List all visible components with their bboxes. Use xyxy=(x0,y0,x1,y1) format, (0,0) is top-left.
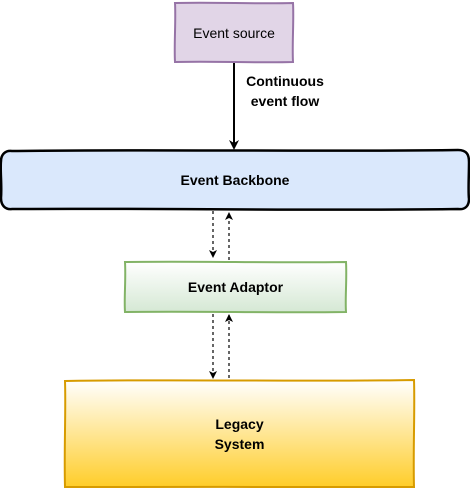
event-adaptor-box[interactable] xyxy=(123,260,348,314)
continuous-flow-label: Continuous event flow xyxy=(246,73,324,109)
event-source-box[interactable] xyxy=(173,1,295,64)
event-backbone-label: Event Backbone xyxy=(180,172,290,188)
event-backbone-box[interactable] xyxy=(0,148,470,211)
event-adaptor-label: Event Adaptor xyxy=(187,279,284,295)
legacy-system-box[interactable] xyxy=(63,378,416,488)
event-source-label: Event source xyxy=(193,24,275,41)
legacy-system-label: Legacy System xyxy=(214,415,265,452)
